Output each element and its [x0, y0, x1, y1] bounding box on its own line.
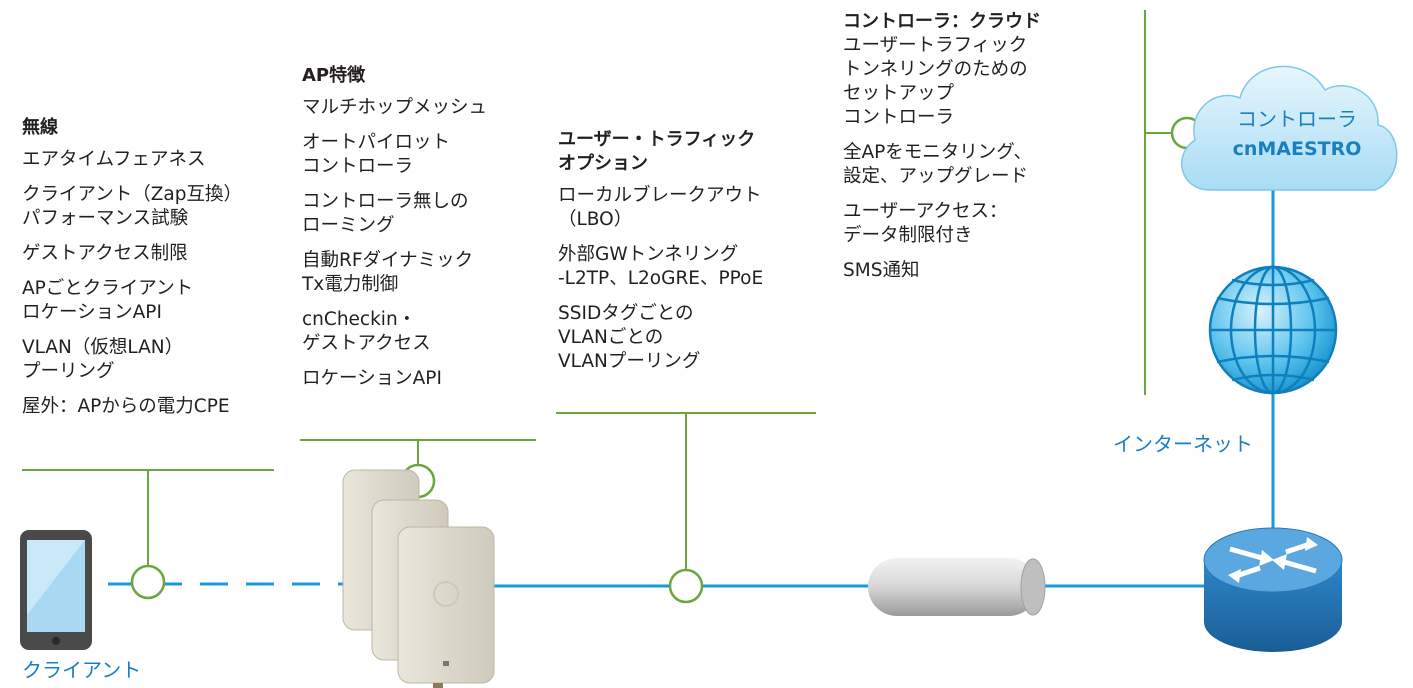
- traffic-marker: [668, 568, 704, 604]
- controller-item: 全APをモニタリング、 設定、アップグレード: [843, 142, 1033, 187]
- controller-cloud-column: コントローラ：クラウド ユーザートラフィック トンネリングのための セットアップ…: [843, 10, 1123, 283]
- wireless-marker: [130, 564, 166, 600]
- ap-feature-item: コントローラ無しの ローミング: [302, 191, 469, 236]
- ap-feature-item: ロケーションAPI: [302, 368, 442, 389]
- controller-item: ユーザーアクセス： データ制限付き: [843, 201, 1008, 246]
- wireless-item: ゲストアクセス制限: [22, 243, 188, 264]
- internet-label: インターネット: [1113, 432, 1253, 456]
- controller-item: SMS通知: [843, 260, 920, 281]
- wireless-item: APごとクライアント ロケーションAPI: [22, 278, 194, 323]
- wireless-item: エアタイムフェアネス: [22, 149, 206, 170]
- cloud-label: コントローラ cnMAESTRO: [1212, 104, 1382, 164]
- user-traffic-item: ローカルブレークアウト （LBO）: [558, 185, 762, 230]
- user-traffic-title: ユーザー・トラフィック オプション: [558, 129, 756, 174]
- wireless-item: 屋外：APからの電力CPE: [22, 396, 230, 417]
- ap-features-column: AP特徴 マルチホップメッシュ オートパイロット コントローラ コントローラ無し…: [302, 64, 542, 391]
- ap-feature-item: オートパイロット コントローラ: [302, 132, 451, 177]
- ap-feature-item: cnCheckin・ ゲストアクセス: [302, 309, 431, 354]
- tablet-icon: [20, 530, 92, 650]
- tunnel-icon: [868, 558, 1046, 616]
- wireless-item: クライアント（Zap互換） パフォーマンス試験: [22, 184, 243, 229]
- wireless-item: VLAN（仮想LAN） プーリング: [22, 337, 184, 382]
- controller-cloud-title: コントローラ：クラウド: [843, 11, 1041, 32]
- cloud-label-line2: cnMAESTRO: [1232, 138, 1362, 160]
- cloud-icon: [1180, 65, 1398, 191]
- user-traffic-column: ユーザー・トラフィック オプション ローカルブレークアウト （LBO） 外部GW…: [558, 128, 818, 374]
- controller-item: ユーザートラフィック トンネリングのための セットアップ コントローラ: [843, 35, 1028, 128]
- ap-feature-item: 自動RFダイナミック Tx電力制御: [302, 250, 474, 295]
- user-traffic-item: SSIDタグごとの VLANごとの VLANプーリング: [558, 303, 701, 372]
- globe-icon: [1208, 265, 1338, 395]
- cloud-label-line1: コントローラ: [1237, 107, 1357, 131]
- green-connectors: [147, 10, 1172, 571]
- wireless-column: 無線 エアタイムフェアネス クライアント（Zap互換） パフォーマンス試験 ゲス…: [22, 116, 282, 419]
- access-point-icon: [342, 469, 495, 688]
- wireless-title: 無線: [22, 117, 58, 138]
- router-icon: [1203, 527, 1343, 652]
- ap-features-title: AP特徴: [302, 65, 366, 86]
- user-traffic-item: 外部GWトンネリング -L2TP、L2oGRE、PPoE: [558, 244, 764, 289]
- client-label: クライアント: [22, 658, 142, 682]
- ap-feature-item: マルチホップメッシュ: [302, 97, 488, 118]
